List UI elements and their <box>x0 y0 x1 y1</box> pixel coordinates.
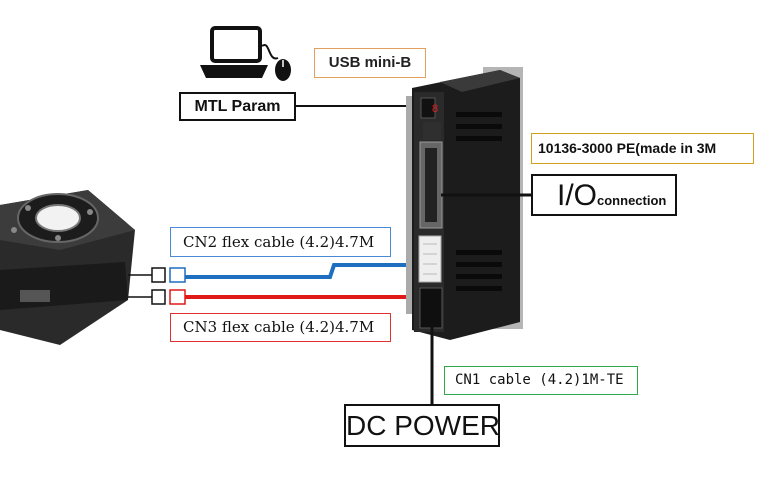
cn3-cable <box>128 289 432 305</box>
servo-driver-icon: 8 <box>406 67 523 340</box>
usb-label: USB mini-B <box>314 48 426 78</box>
cn2-cable <box>128 263 430 283</box>
io-connector-part-label: 10136-3000 PE(made in 3M <box>531 133 754 164</box>
cn1-cable-label: CN1 cable (4.2)1M-TE <box>444 366 638 395</box>
io-sub-text: connection <box>597 193 667 208</box>
svg-text:8: 8 <box>432 103 438 115</box>
io-connection-label: I/Oconnection <box>531 174 677 216</box>
rotary-motor-icon <box>0 190 135 345</box>
mouse-icon <box>261 43 291 81</box>
dc-power-label: DC POWER <box>344 404 500 447</box>
cn3-cable-label: CN3 flex cable (4.2)4.7M <box>170 313 391 342</box>
laptop-icon <box>200 26 268 78</box>
mtl-param-label: MTL Param <box>179 92 296 121</box>
io-main-text: I/O <box>557 179 598 212</box>
cn2-cable-label: CN2 flex cable (4.2)4.7M <box>170 227 391 257</box>
